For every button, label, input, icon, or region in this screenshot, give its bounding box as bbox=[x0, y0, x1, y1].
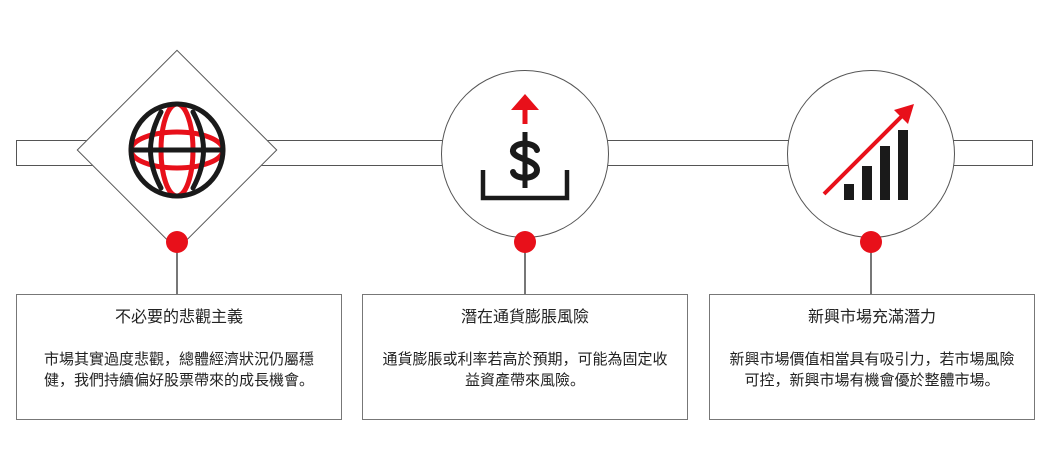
card-body: 市場其實過度悲觀，總體經濟狀況仍屬穩健，我們持續偏好股票帶來的成長機會。 bbox=[43, 350, 314, 389]
marker-dot-1 bbox=[166, 231, 188, 253]
card-pessimism: 不必要的悲觀主義 市場其實過度悲觀，總體經濟狀況仍屬穩健，我們持續偏好股票帶來的… bbox=[16, 294, 342, 420]
card-title: 新興市場充滿潛力 bbox=[807, 307, 936, 326]
globe-icon bbox=[128, 101, 226, 199]
marker-dot-2 bbox=[514, 231, 536, 253]
card-title: 潛在通貨膨脹風險 bbox=[460, 307, 589, 326]
growth-chart-icon bbox=[822, 104, 914, 200]
dollar-up-arrow-icon bbox=[480, 94, 570, 201]
connector-line-1 bbox=[176, 240, 178, 295]
card-body: 通貨膨脹或利率若高於預期，可能為固定收益資產帶來風險。 bbox=[382, 350, 668, 389]
connector-line-2 bbox=[524, 240, 526, 295]
marker-dot-3 bbox=[860, 231, 882, 253]
card-body: 新興市場價值相當具有吸引力，若市場風險可控，新興市場有機會優於整體市場。 bbox=[729, 350, 1015, 389]
card-inflation-risk: 潛在通貨膨脹風險 通貨膨脹或利率若高於預期，可能為固定收益資產帶來風險。 bbox=[362, 294, 688, 420]
card-emerging-markets: 新興市場充滿潛力 新興市場價值相當具有吸引力，若市場風險可控，新興市場有機會優於… bbox=[709, 294, 1035, 420]
card-title: 不必要的悲觀主義 bbox=[114, 307, 243, 326]
connector-line-3 bbox=[870, 240, 872, 295]
